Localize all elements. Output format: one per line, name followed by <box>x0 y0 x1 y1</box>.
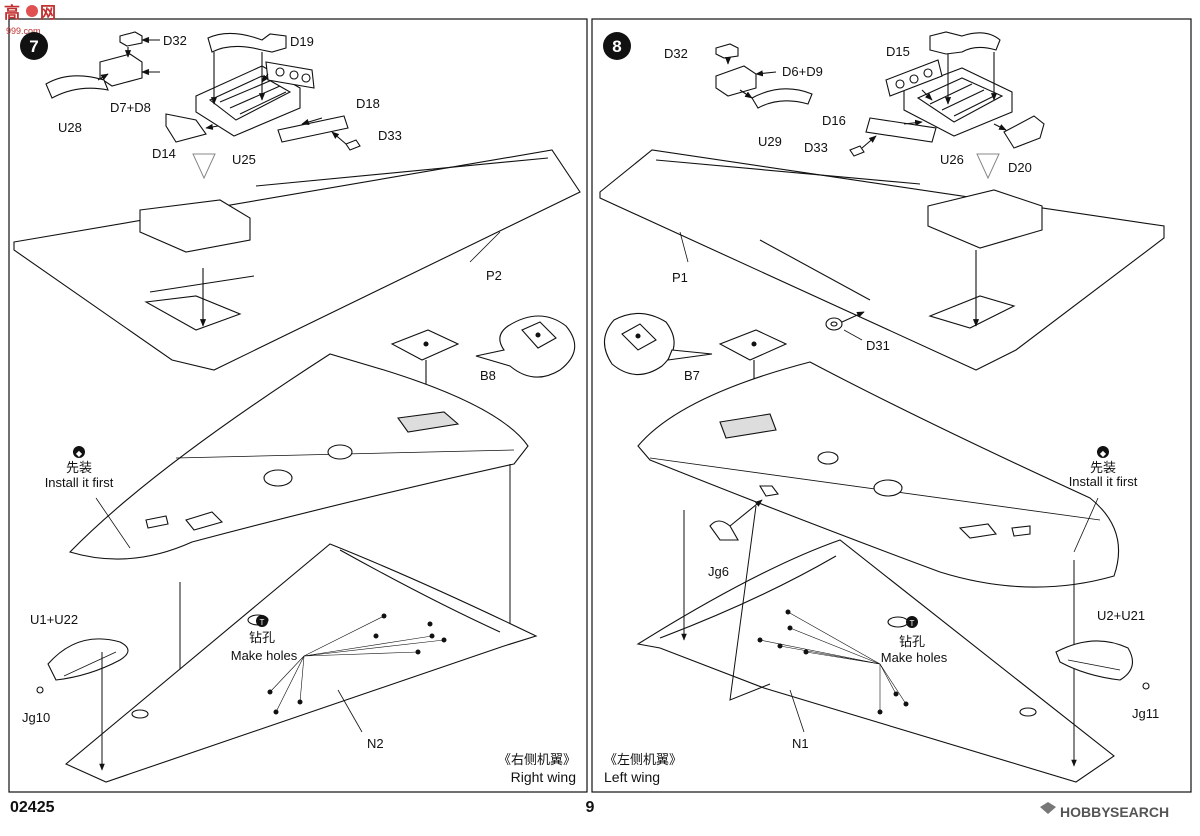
label-u26: U26 <box>940 152 964 167</box>
svg-text:高: 高 <box>4 3 20 22</box>
step8-caption-en: Left wing <box>604 769 660 785</box>
label-p1: P1 <box>672 270 688 285</box>
part-u2-u21 <box>1055 640 1150 690</box>
step7-caption-en: Right wing <box>511 769 576 785</box>
svg-text:7: 7 <box>29 37 38 56</box>
label-p2: P2 <box>486 268 502 283</box>
svg-text:先装: 先装 <box>1090 460 1116 475</box>
step7-frame <box>8 18 588 793</box>
part-b8 <box>390 315 576 423</box>
step7-install-note: ◆ 先装 Install it first <box>45 446 131 549</box>
part-b7 <box>603 312 788 421</box>
svg-text:网: 网 <box>40 4 56 22</box>
wing-part-p1 <box>599 149 1165 371</box>
svg-text:◆: ◆ <box>76 449 83 458</box>
step8-number-badge: 8 <box>603 32 631 60</box>
label-d15: D15 <box>886 44 910 59</box>
step8-frame <box>591 18 1192 793</box>
svg-text:钻孔: 钻孔 <box>899 634 925 649</box>
svg-text:999.com: 999.com <box>6 26 41 36</box>
svg-text:◆: ◆ <box>1100 449 1107 458</box>
svg-text:HOBBY: HOBBY <box>1060 804 1111 820</box>
wing-part-p2 <box>13 149 581 371</box>
label-d7-d8: D7+D8 <box>110 100 151 115</box>
label-d31: D31 <box>866 338 890 353</box>
hobbysearch-watermark: HOBBY SEARCH <box>1040 802 1169 820</box>
label-d32: D32 <box>163 33 187 48</box>
step7-parts <box>45 31 361 151</box>
step7-assembly-arrow <box>192 153 216 180</box>
label-u25: U25 <box>232 152 256 167</box>
step8-drill-leaders <box>759 611 907 712</box>
step7-number-badge: 7 <box>20 32 48 60</box>
wing-main-upper-right <box>68 353 529 560</box>
label-u29: U29 <box>758 134 782 149</box>
svg-text:先装: 先装 <box>66 460 92 475</box>
kit-code: 02425 <box>10 799 55 816</box>
label-d20: D20 <box>1008 160 1032 175</box>
label-b8: B8 <box>480 368 496 383</box>
label-d33: D33 <box>378 128 402 143</box>
svg-text:钻孔: 钻孔 <box>249 630 275 645</box>
label-u2-u21: U2+U21 <box>1097 608 1145 623</box>
label-d32-left: D32 <box>664 46 688 61</box>
svg-text:T: T <box>910 619 915 628</box>
step7-caption-cn: 《右侧机翼》 <box>498 752 576 767</box>
label-d14: D14 <box>152 146 176 161</box>
step8-drill-note: T 钻孔 Make holes <box>881 616 948 665</box>
wing-part-n2 <box>64 543 538 783</box>
label-jg6: Jg6 <box>708 564 729 579</box>
step8-parts <box>715 31 1045 157</box>
svg-text:8: 8 <box>612 37 621 56</box>
part-jg6 <box>709 499 763 541</box>
step8-install-note: ◆ 先装 Install it first <box>1069 446 1138 553</box>
label-n2: N2 <box>367 736 384 751</box>
step7: 7 <box>13 31 581 785</box>
wing-part-n1 <box>636 539 1115 783</box>
step8-caption-cn: 《左侧机翼》 <box>604 752 682 767</box>
part-d31 <box>825 311 865 331</box>
label-u28: U28 <box>58 120 82 135</box>
step7-drill-leaders <box>269 615 445 713</box>
step8-jg6-leader <box>729 505 771 701</box>
svg-text:Install it first: Install it first <box>45 475 114 490</box>
svg-text:Install it first: Install it first <box>1069 474 1138 489</box>
label-d33-left: D33 <box>804 140 828 155</box>
label-jg11: Jg11 <box>1132 706 1159 721</box>
svg-text:SEARCH: SEARCH <box>1110 804 1169 820</box>
step8: 8 <box>599 31 1165 785</box>
label-d16: D16 <box>822 113 846 128</box>
svg-text:Make holes: Make holes <box>231 648 298 663</box>
wing-main-upper-left <box>637 361 1120 588</box>
svg-text:Make holes: Make holes <box>881 650 948 665</box>
step8-assembly-arrow <box>976 153 1000 180</box>
label-d19: D19 <box>290 34 314 49</box>
page-number: 9 <box>586 799 595 816</box>
label-d18: D18 <box>356 96 380 111</box>
part-u1-u22 <box>36 638 129 771</box>
label-n1: N1 <box>792 736 809 751</box>
step7-drill-note: T 钻孔 Make holes <box>231 615 298 663</box>
label-d6-d9: D6+D9 <box>782 64 823 79</box>
label-u1-u22: U1+U22 <box>30 612 78 627</box>
label-jg10: Jg10 <box>22 710 50 725</box>
svg-text:T: T <box>260 618 265 627</box>
label-b7: B7 <box>684 368 700 383</box>
site-watermark: 高 网 999.com <box>4 3 56 36</box>
